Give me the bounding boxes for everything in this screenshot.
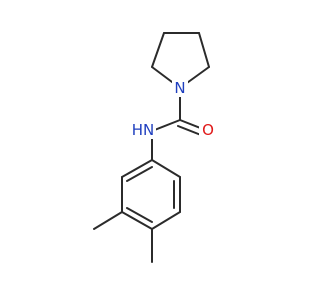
carbonyl-o-label: O [202, 121, 214, 139]
benzene-ring [121, 159, 181, 230]
amide-nh: HN [130, 121, 156, 139]
amide-nh-label: HN [132, 121, 155, 139]
bond-ar-c4-c5-inner [126, 207, 153, 223]
pyrrolidine-n-label: N [174, 79, 185, 97]
bond-ring-c1-c2 [151, 32, 165, 68]
bond-ar-c6-c1-inner [126, 166, 153, 182]
bond-ar-c4-c5 [121, 211, 153, 230]
carbonyl-oxygen: O [199, 121, 217, 139]
molecule-structure: N HN O [93, 32, 217, 263]
bond-ar-c1-c2 [151, 159, 181, 178]
bond-ring-c3-c4 [198, 32, 210, 68]
pyrrolidine-nitrogen: N [172, 79, 188, 97]
bond-ar-c6-c1 [121, 159, 153, 178]
methyl-groups [93, 211, 153, 263]
bond-ar-c3-c4 [151, 211, 181, 230]
bond-carbonyl-c-nh [151, 119, 181, 132]
bond-methyl-3 [93, 211, 123, 230]
